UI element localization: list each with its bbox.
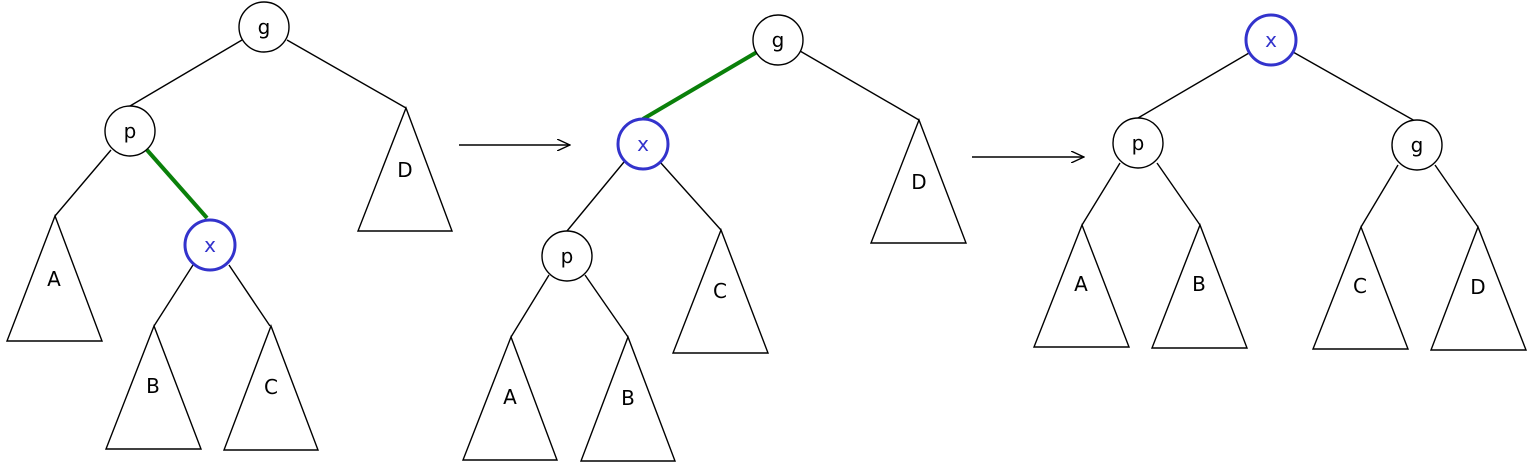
subtree-B: [104, 324, 203, 450]
node-g: [1391, 119, 1443, 171]
node-p: [541, 230, 593, 282]
label-g: g: [258, 15, 271, 39]
edge-p-A: [510, 274, 550, 338]
label-B: B: [146, 374, 160, 398]
subtree-B: [1150, 223, 1249, 349]
edge-g-D: [799, 50, 920, 121]
label-A: A: [47, 267, 61, 291]
label-C: C: [713, 279, 727, 303]
edge-p-B: [584, 274, 629, 338]
edge-g-D: [286, 39, 407, 109]
label-x: x: [637, 132, 649, 156]
edge-p-A: [54, 149, 112, 217]
node-p: [1112, 117, 1164, 169]
edge-g-p: [129, 39, 243, 107]
tree-2: g x p A B C D: [461, 14, 968, 462]
label-p: p: [561, 244, 574, 268]
subtree-D: [869, 118, 968, 244]
label-A: A: [1074, 272, 1088, 296]
edge-x-p: [1137, 52, 1250, 119]
subtree-A: [5, 214, 104, 342]
label-p: p: [1132, 131, 1145, 155]
label-g: g: [1411, 133, 1424, 157]
edge-x-B: [153, 264, 194, 327]
subtree-D: [1429, 225, 1528, 351]
edge-x-g: [1292, 51, 1416, 122]
edge-p-x: [145, 148, 209, 220]
subtree-B: [579, 335, 677, 462]
label-B: B: [621, 386, 635, 410]
node-p: [104, 105, 156, 157]
edge-x-C: [228, 264, 271, 327]
label-C: C: [264, 375, 278, 399]
label-B: B: [1192, 272, 1206, 296]
node-x: [183, 218, 237, 272]
label-x: x: [204, 233, 216, 257]
subtree-A: [1032, 223, 1131, 348]
label-g: g: [772, 28, 785, 52]
label-D: D: [397, 158, 412, 182]
subtree-C: [222, 324, 320, 451]
label-A: A: [503, 385, 517, 409]
tree-1: g p x A B C D: [5, 1, 454, 451]
label-C: C: [1353, 274, 1367, 298]
edge-x-p: [566, 161, 625, 232]
subtree-C: [671, 228, 770, 354]
label-D: D: [911, 170, 926, 194]
edge-p-A: [1081, 162, 1121, 226]
subtree-C: [1311, 225, 1410, 350]
node-x: [616, 117, 670, 171]
subtree-A: [461, 335, 559, 461]
tree-3: x p g A B C D: [1032, 13, 1528, 351]
label-D: D: [1470, 275, 1485, 299]
node-g: [752, 14, 804, 66]
node-x: [1244, 13, 1298, 67]
edge-g-x: [641, 50, 759, 121]
edge-p-B: [1156, 162, 1201, 226]
edge-g-C: [1360, 164, 1399, 228]
label-p: p: [124, 119, 137, 143]
label-x: x: [1265, 28, 1277, 52]
subtree-D: [356, 106, 454, 232]
node-g: [238, 1, 290, 53]
edge-x-C: [659, 161, 722, 231]
edge-g-D: [1434, 164, 1479, 228]
